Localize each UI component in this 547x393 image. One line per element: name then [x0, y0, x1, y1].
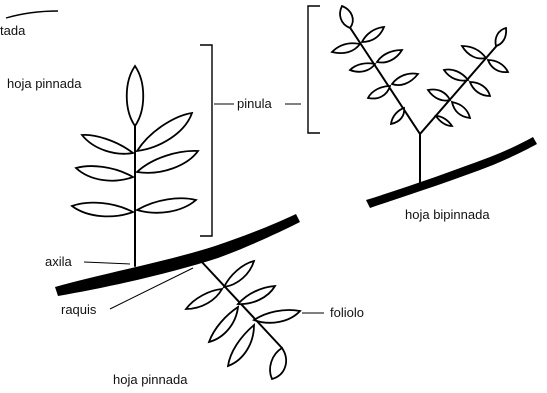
right-pinna-terminal-leaflet: [495, 28, 506, 46]
right-pinna-leaflet-3: [444, 69, 468, 80]
right-pinna-leaflet-1: [462, 46, 486, 59]
axil-leader-line: [84, 262, 130, 264]
pinnule-bracket-left: [200, 45, 212, 236]
leaflet-lower-2: [209, 307, 238, 342]
leaflet-lower-1: [186, 289, 222, 309]
right-pinna-rachis: [420, 42, 500, 134]
left-pinna-terminal-leaflet: [340, 6, 353, 28]
label-top-left-fragment: tada: [0, 23, 26, 38]
leaflet-lower-3: [228, 325, 254, 366]
label-axil: axila: [45, 254, 73, 269]
right-pinna-leaflet-7: [436, 116, 452, 126]
hanging-pinnate-leaf: [186, 260, 300, 379]
label-pinnule: pinula: [237, 96, 272, 111]
main-branch: [55, 214, 300, 296]
cropped-bracket-arc: [6, 11, 58, 18]
label-bipinnate-leaf: hoja bipinnada: [405, 207, 490, 222]
left-pinna-leaflet-5: [368, 86, 390, 99]
leaflet-right-3: [137, 198, 196, 212]
right-branch: [366, 137, 537, 208]
bipinnate-leaf: [332, 6, 508, 185]
left-pinna-leaflet-3: [350, 63, 375, 72]
leaflet-upper-2: [238, 286, 275, 304]
label-pinnate-leaf-bottom: hoja pinnada: [113, 372, 188, 387]
left-pinna-leaflet-6: [392, 73, 418, 85]
leaflet-left-1: [82, 135, 133, 154]
leaflet-right-1: [137, 113, 192, 151]
left-pinna-leaflet-7: [391, 108, 404, 124]
leaflet-upper-3: [254, 310, 300, 323]
pinnule-bracket-right: [308, 6, 320, 133]
label-pinnate-leaf-top: hoja pinnada: [7, 76, 82, 91]
leaflet-left-3: [72, 203, 133, 217]
leaflet-right-2: [137, 151, 198, 173]
right-pinna-leaflet-6: [452, 102, 470, 118]
terminal-leaflet: [127, 66, 144, 126]
label-rachis: raquis: [61, 302, 97, 317]
leaflet-upper-1: [224, 261, 254, 287]
left-pinna-leaflet-4: [377, 50, 402, 63]
right-pinna-leaflet-4: [470, 82, 490, 96]
upright-pinnate-leaf: [72, 66, 198, 266]
leaflet-left-2: [76, 166, 133, 181]
label-leaflet: foliolo: [330, 305, 364, 320]
right-pinna-leaflet-2: [488, 60, 508, 72]
right-pinna-leaflet-5: [428, 89, 450, 100]
left-pinna-leaflet-1: [332, 43, 360, 53]
left-pinna-leaflet-2: [362, 27, 384, 42]
hanging-terminal-leaflet: [270, 348, 286, 379]
